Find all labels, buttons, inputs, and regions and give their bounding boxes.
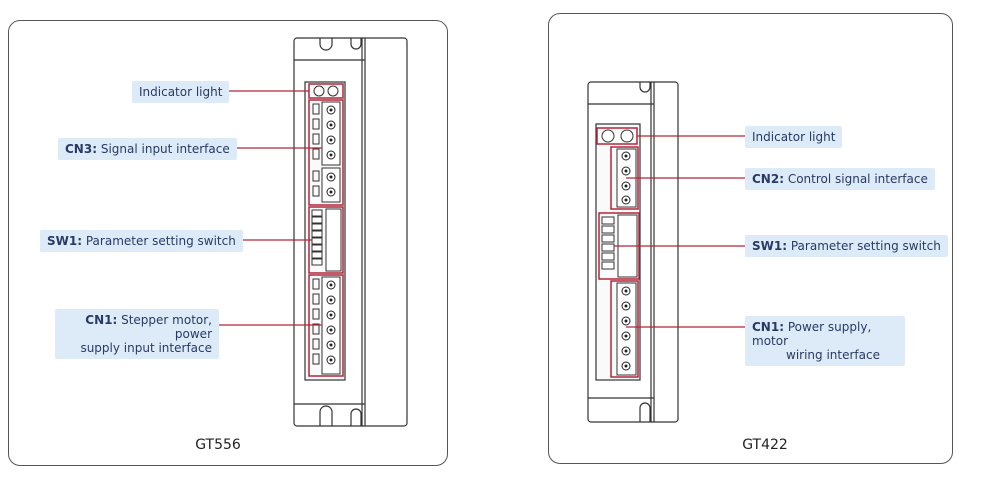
label-text: Parameter setting switch (790, 239, 941, 253)
gt422-indicator-label: Indicator light (745, 126, 843, 148)
label-key: SW1: (752, 239, 788, 253)
gt556-caption: GT556 (195, 437, 241, 453)
label-key: CN2: (752, 172, 784, 186)
label-line1: Power supply, motor (752, 320, 872, 348)
label-key: SW1: (47, 234, 83, 248)
label-key: CN3: (65, 142, 97, 156)
label-text: Indicator light (752, 130, 836, 144)
gt556-device (293, 37, 408, 427)
label-line1: Stepper motor, power (121, 313, 212, 341)
gt556-sw1-switch (308, 206, 344, 274)
gt422-cn2-label: CN2: Control signal interface (745, 168, 935, 190)
gt422-sw1-label: SW1: Parameter setting switch (745, 235, 948, 257)
gt422-cn1-label: CN1: Power supply, motor wiring interfac… (745, 316, 905, 366)
gt422-caption: GT422 (742, 437, 788, 453)
gt556-cn3-label: CN3: Signal input interface (58, 138, 237, 160)
label-line2: wiring interface (786, 348, 880, 362)
gt556-indicator-label: Indicator light (132, 81, 230, 103)
label-key: CN1: (752, 320, 784, 334)
gt556-cn1-connector (308, 274, 344, 377)
gt556-sw1-label: SW1: Parameter setting switch (40, 230, 243, 252)
label-text: Indicator light (139, 85, 223, 99)
label-text: Control signal interface (787, 172, 928, 186)
label-line2: supply input interface (80, 341, 212, 355)
gt422-cn1-connector (610, 280, 639, 378)
label-text: Parameter setting switch (85, 234, 236, 248)
gt556-cn3-connector (308, 99, 344, 206)
gt556-cn1-label: CN1: Stepper motor, power supply input i… (55, 309, 219, 359)
gt422-callout-lines (614, 135, 745, 328)
label-key: CN1: (85, 313, 118, 327)
label-text: Signal input interface (100, 142, 230, 156)
